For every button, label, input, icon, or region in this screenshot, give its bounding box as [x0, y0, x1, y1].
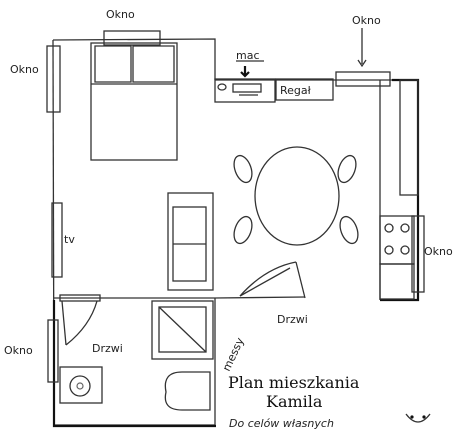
- bed: [90, 42, 178, 161]
- window-left: [46, 45, 61, 113]
- shelf: [275, 78, 334, 101]
- window-top: [103, 30, 161, 46]
- messy-label: messy: [220, 335, 247, 373]
- window-left-tv: [51, 202, 63, 278]
- desk: [214, 66, 276, 103]
- dining-table: [233, 146, 359, 246]
- sofa: [167, 192, 214, 291]
- window-bottom-left-label: Okno: [4, 344, 33, 357]
- window-top-right-label: Okno: [352, 14, 381, 27]
- washbasin: [59, 366, 103, 404]
- plan-title: Plan mieszkania: [228, 373, 360, 392]
- bathroom-walls: [52, 297, 216, 428]
- bathroom-door-label: Drzwi: [92, 342, 123, 355]
- plan-note: Do celów własnych: [229, 417, 334, 430]
- shelf-label: Regał: [280, 84, 312, 97]
- window-top-right-arrow: [357, 28, 367, 68]
- window-left-label: Okno: [10, 63, 39, 76]
- entrance-door-label: Drzwi: [277, 313, 308, 326]
- outer-walls: [52, 38, 420, 426]
- window-bottom-left: [47, 319, 59, 383]
- kitchen-counter: [379, 79, 419, 300]
- toilet: [164, 371, 211, 411]
- smiley-icon: [405, 413, 431, 423]
- mac-label: mac: [236, 49, 260, 62]
- tv-label: tv: [64, 233, 75, 246]
- bathroom-door: [59, 294, 101, 346]
- window-right-label: Okno: [424, 245, 453, 258]
- window-top-label: Okno: [106, 8, 135, 21]
- entrance-door: [239, 261, 306, 299]
- window-right: [411, 215, 425, 293]
- window-top-right: [335, 71, 391, 87]
- shower: [151, 300, 214, 360]
- plan-owner: Kamila: [266, 392, 323, 411]
